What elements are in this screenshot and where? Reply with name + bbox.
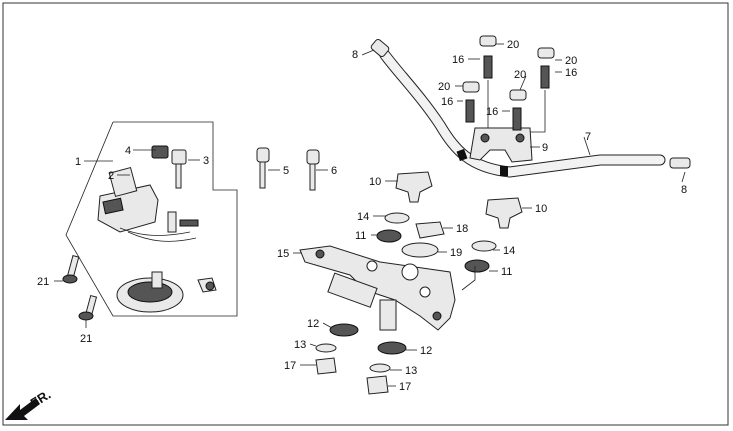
callout-14-left: 14 <box>357 211 369 223</box>
bushing-11-right <box>464 259 490 273</box>
callout-14-right: 14 <box>503 245 515 257</box>
bolt-guide-line <box>530 90 546 133</box>
callout-13-right: 13 <box>405 365 417 377</box>
callout-16-c: 16 <box>441 96 453 108</box>
key-5-icon <box>256 147 270 189</box>
callout-11-left: 11 <box>355 230 366 242</box>
callout-20-b: 20 <box>565 55 577 67</box>
callout-16-d: 16 <box>486 106 498 118</box>
top-bridge <box>299 245 456 331</box>
callout-21-lower: 21 <box>80 333 92 345</box>
callout-3: 3 <box>203 155 209 167</box>
bushing-11-left <box>376 229 402 243</box>
bar-end-left <box>370 38 390 58</box>
bushing-12-right <box>377 341 407 355</box>
callout-17-left: 17 <box>284 360 296 372</box>
washer-19 <box>401 242 439 258</box>
bolt-21-lower <box>78 294 98 321</box>
callout-2: 2 <box>108 170 114 182</box>
washer-13-left <box>315 343 337 353</box>
holder-bolt-3 <box>462 81 480 123</box>
callout-21-upper: 21 <box>37 276 49 288</box>
key-icon <box>151 145 187 189</box>
ignition-group-outline <box>65 121 238 317</box>
callout-16-b: 16 <box>565 67 577 79</box>
cap-18 <box>415 221 445 239</box>
callout-10-left: 10 <box>369 176 381 188</box>
callout-12-left: 12 <box>307 318 319 330</box>
washer-13-right <box>369 363 391 373</box>
callout-8-left: 8 <box>352 49 358 61</box>
callout-6: 6 <box>331 165 337 177</box>
lower-holder-right <box>485 197 523 229</box>
holder-bolt-2 <box>537 47 555 89</box>
front-arrow-icon <box>5 398 40 420</box>
callout-18: 18 <box>456 223 468 235</box>
bar-end-right <box>669 157 691 169</box>
washer-14-right <box>471 240 497 252</box>
callout-20-d: 20 <box>514 69 526 81</box>
diagram-frame <box>2 2 729 426</box>
callout-5: 5 <box>283 165 289 177</box>
holder-bolt-1 <box>479 35 497 79</box>
callout-13-left: 13 <box>294 339 306 351</box>
key-6-icon <box>306 149 320 191</box>
callout-20-a: 20 <box>507 39 519 51</box>
callout-10-right: 10 <box>535 203 547 215</box>
callout-8-right: 8 <box>681 184 687 196</box>
screw-icon <box>197 277 217 293</box>
handlebar <box>379 49 666 178</box>
callout-20-c: 20 <box>438 81 450 93</box>
callout-9: 9 <box>542 142 548 154</box>
callout-19: 19 <box>450 247 462 259</box>
washer-14-left <box>384 212 410 224</box>
ignition-switch <box>97 166 199 242</box>
lower-holder-left <box>395 171 433 203</box>
callout-12-right: 12 <box>420 345 432 357</box>
handlebar-upper-holder <box>469 127 533 163</box>
bolt-21-upper <box>62 254 80 284</box>
switch-cover <box>116 271 184 313</box>
nut-17-right <box>366 375 389 395</box>
callout-numbers: 1 2 3 4 5 6 7 8 8 9 10 10 11 11 12 12 13… <box>37 39 687 393</box>
callout-7: 7 <box>585 131 591 143</box>
callout-17-right: 17 <box>399 381 411 393</box>
callout-16-a: 16 <box>452 54 464 66</box>
leader-lines <box>54 43 686 387</box>
holder-bolt-4 <box>509 89 527 131</box>
nut-17-left <box>315 357 337 375</box>
guide-line <box>461 266 476 291</box>
callout-11-right: 11 <box>501 266 512 278</box>
callout-4: 4 <box>125 145 131 157</box>
bushing-12-left <box>329 323 359 337</box>
callout-1: 1 <box>75 156 81 168</box>
callout-15: 15 <box>277 248 289 260</box>
